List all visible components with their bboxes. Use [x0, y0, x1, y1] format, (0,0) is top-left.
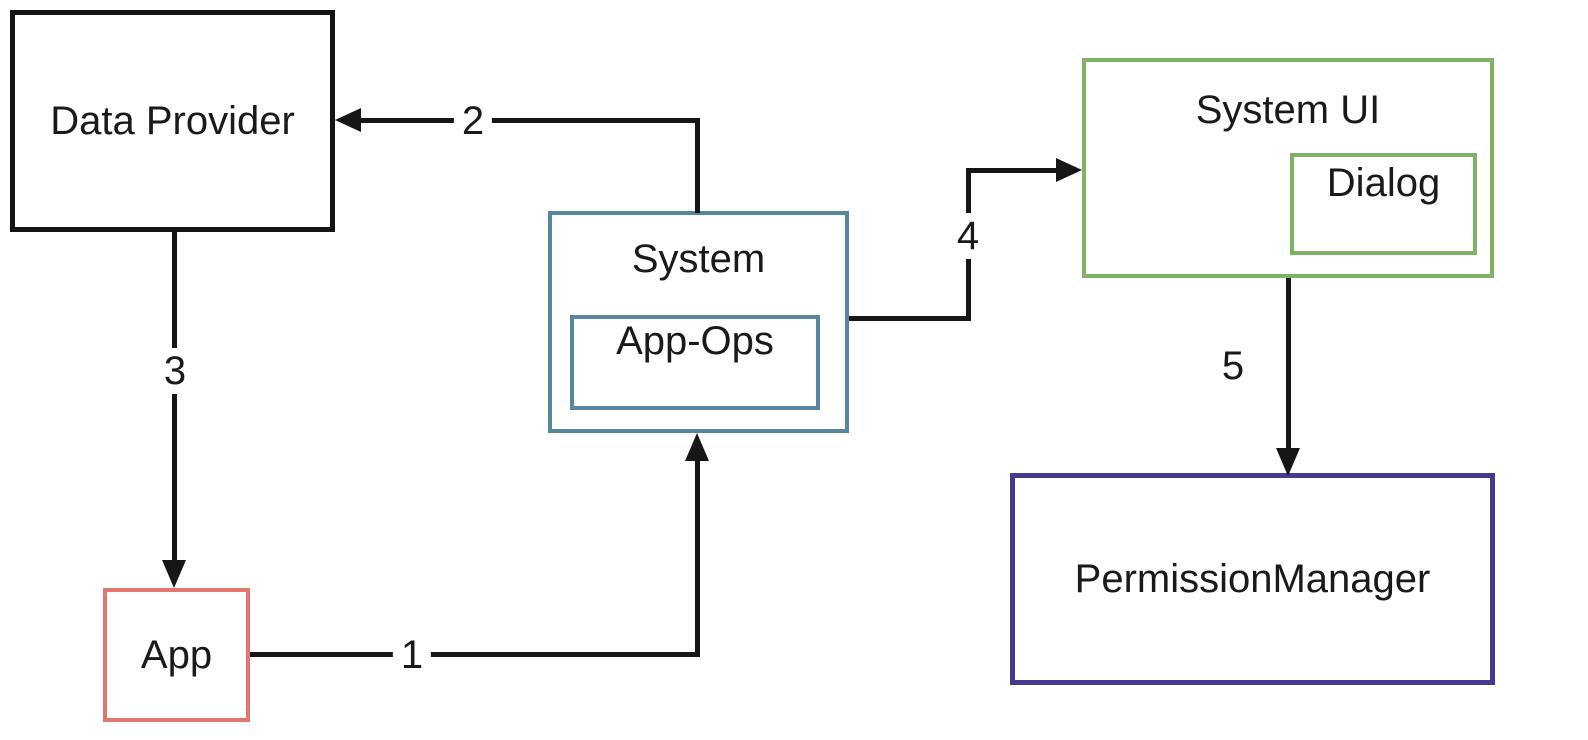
app-label: App [140, 633, 213, 677]
data-provider-label: Data Provider [50, 99, 295, 143]
edge-2-label: 2 [453, 98, 493, 144]
edge-1-horizontal-segment [250, 652, 700, 657]
edge-5-vertical-segment [1286, 278, 1291, 448]
edge-4-label: 4 [948, 213, 988, 259]
edge-2-horizontal-segment [357, 118, 700, 123]
edge-2-arrowhead-left-icon [335, 108, 361, 132]
edge-3-vertical-segment [172, 232, 177, 562]
edge-1-label: 1 [392, 632, 432, 678]
edge-2-vertical-segment [695, 118, 700, 213]
node-permission-manager: PermissionManager [1010, 473, 1495, 685]
node-dialog: Dialog [1290, 153, 1477, 255]
system-ui-label: System UI [1195, 88, 1381, 132]
dialog-label: Dialog [1326, 161, 1441, 205]
system-label: System [631, 237, 766, 281]
node-app: App [103, 588, 250, 722]
permission-manager-label: PermissionManager [1074, 557, 1431, 601]
app-ops-label: App-Ops [616, 319, 774, 363]
edge-1-arrowhead-up-icon [685, 433, 709, 461]
node-system-ui: System UI Dialog [1082, 58, 1494, 278]
edge-4-arrowhead-right-icon [1056, 158, 1082, 182]
edge-4-lower-horizontal-segment [849, 316, 971, 321]
edge-5-arrowhead-down-icon [1276, 448, 1300, 476]
node-app-ops: App-Ops [570, 315, 820, 410]
edge-1-vertical-segment [695, 461, 700, 657]
edge-3-label: 3 [155, 348, 195, 394]
edge-4-upper-horizontal-segment [966, 168, 1056, 173]
edge-3-arrowhead-down-icon [162, 560, 186, 588]
node-data-provider: Data Provider [10, 10, 335, 232]
edge-5-label: 5 [1213, 343, 1253, 389]
node-system: System App-Ops [548, 211, 849, 433]
